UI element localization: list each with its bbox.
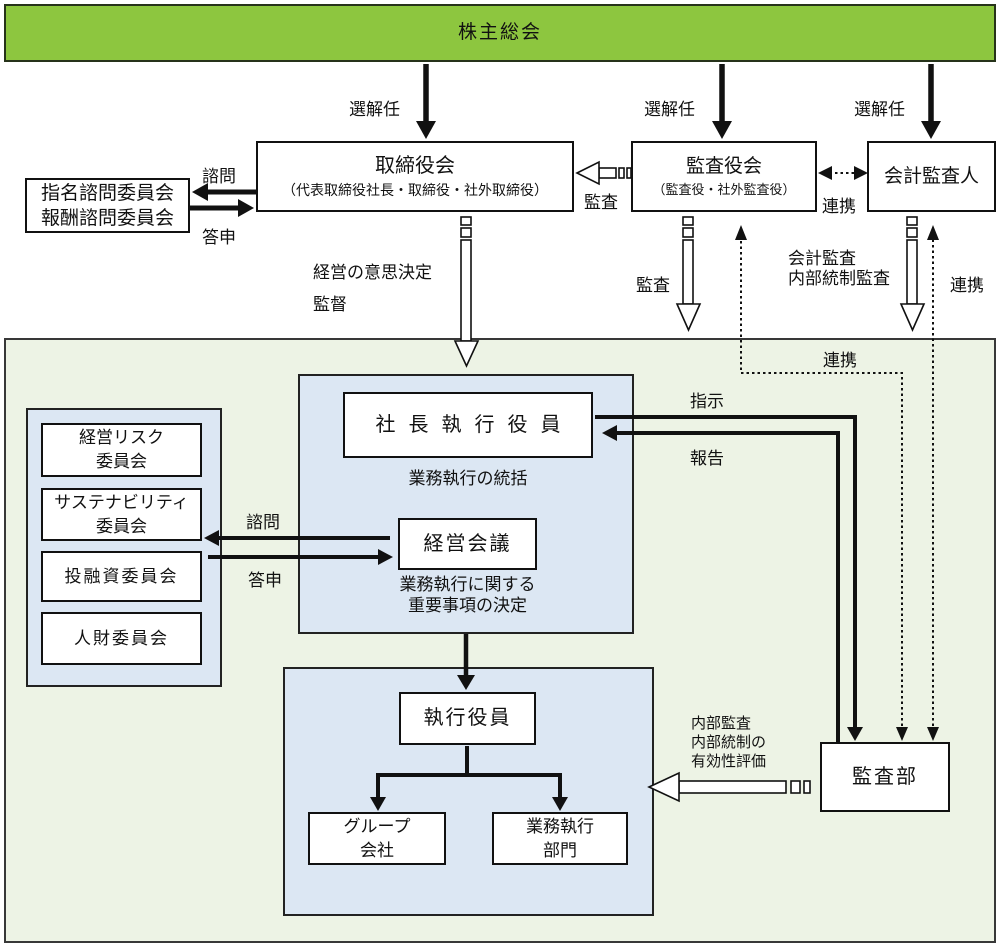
label-accounting-audit: 会計監査 内部統制監査 <box>788 249 890 289</box>
arrow-cooperation-top <box>818 166 868 180</box>
executive-officers-title: 執行役員 <box>423 707 512 729</box>
label-accounting-audit-line1: 会計監査 <box>788 249 856 268</box>
board-subtitle: （代表取締役社長・取締役・社外取締役） <box>282 181 548 198</box>
management-meeting-caption-line2: 重要事項の決定 <box>408 596 527 615</box>
human-capital-committee-label: 人財委員会 <box>74 628 169 648</box>
business-execution-divisions-box: 業務執行 部門 <box>492 812 628 865</box>
president-executive-officer-box: 社長執行役員 <box>343 392 593 458</box>
label-consultation-top: 諮問 <box>202 167 236 186</box>
label-appointment-accounting-auditor: 選解任 <box>854 100 905 119</box>
arrow-audit-down <box>675 216 702 332</box>
investment-financing-committee-box: 投融資委員会 <box>41 551 202 602</box>
human-capital-committee-box: 人財委員会 <box>41 612 202 665</box>
management-meeting-caption: 業務執行に関する 重要事項の決定 <box>360 574 575 616</box>
management-meeting-box: 経営会議 <box>398 518 537 570</box>
management-risk-committee-line2: 委員会 <box>96 452 147 471</box>
arrow-accounting-audit-down <box>899 216 926 332</box>
audit-supervisory-board-box: 監査役会 （監査役・社外監査役） <box>631 141 817 212</box>
label-cooperation-top: 連携 <box>822 197 856 216</box>
president-title: 社長執行役員 <box>375 413 574 436</box>
accounting-auditor-title: 会計監査人 <box>883 165 979 187</box>
label-report-top: 答申 <box>202 228 236 247</box>
executive-officers-box: 執行役員 <box>399 692 536 745</box>
label-supervision: 監督 <box>313 295 347 314</box>
label-instruction: 指示 <box>690 392 724 411</box>
arrow-audit-of-board <box>575 160 632 186</box>
group-companies-line1: グループ <box>343 816 411 836</box>
label-internal-audit-line1: 内部監査 <box>691 715 752 732</box>
label-cooperation-right: 連携 <box>950 276 984 295</box>
president-caption: 業務執行の統括 <box>408 469 528 488</box>
group-companies-line2: 会社 <box>360 840 394 860</box>
investment-financing-committee-label: 投融資委員会 <box>64 566 179 586</box>
audit-board-title: 監査役会 <box>685 156 762 177</box>
label-management-decision: 経営の意思決定 <box>313 263 432 282</box>
sustainability-committee-line2: 委員会 <box>96 516 147 536</box>
audit-department-title: 監査部 <box>852 765 918 788</box>
accounting-auditor-box: 会計監査人 <box>867 141 996 212</box>
label-audit-down: 監査 <box>636 276 670 295</box>
management-risk-committee-line1: 経営リスク <box>79 428 164 447</box>
shareholders-meeting-box: 株主総会 <box>4 4 996 62</box>
label-appointment-audit-board: 選解任 <box>644 100 695 119</box>
label-audit-of-board: 監査 <box>584 193 618 212</box>
board-of-directors-box: 取締役会 （代表取締役社長・取締役・社外取締役） <box>256 141 574 212</box>
label-internal-audit-line3: 有効性評価 <box>691 753 767 770</box>
label-appointment-board: 選解任 <box>349 100 400 119</box>
advisory-committees-box: 指名諮問委員会 報酬諮問委員会 <box>25 178 190 233</box>
label-internal-audit: 内部監査 内部統制の 有効性評価 <box>691 714 766 771</box>
label-accounting-audit-line2: 内部統制監査 <box>788 269 890 288</box>
arrow-appointment-board <box>416 64 436 139</box>
arrow-report-top <box>190 199 254 217</box>
sustainability-committee-box: サステナビリティ 委員会 <box>41 488 202 541</box>
label-consultation-mid: 諮問 <box>246 513 280 532</box>
group-companies-box: グループ 会社 <box>308 812 446 865</box>
audit-board-subtitle: （監査役・社外監査役） <box>652 181 796 197</box>
management-risk-committee-box: 経営リスク 委員会 <box>41 423 202 477</box>
label-report-mid: 答申 <box>248 571 282 590</box>
board-title: 取締役会 <box>375 154 455 177</box>
arrow-appointment-audit-board <box>712 64 732 139</box>
business-execution-divisions-line1: 業務執行 <box>526 816 594 836</box>
sustainability-committee-line1: サステナビリティ <box>54 492 189 512</box>
label-report-to-president: 報告 <box>690 449 724 468</box>
shareholders-meeting-label: 株主総会 <box>457 22 542 44</box>
business-execution-divisions-line2: 部門 <box>543 840 577 860</box>
audit-department-box: 監査部 <box>820 742 950 812</box>
compensation-advisory-committee-label: 報酬諮問委員会 <box>40 207 174 229</box>
label-cooperation-inner: 連携 <box>823 351 857 370</box>
management-meeting-title: 経営会議 <box>423 532 512 555</box>
nomination-advisory-committee-label: 指名諮問委員会 <box>40 182 174 204</box>
management-meeting-caption-line1: 業務執行に関する <box>399 575 536 594</box>
label-internal-audit-line2: 内部統制の <box>691 734 767 751</box>
arrow-appointment-accounting-auditor <box>921 64 941 139</box>
